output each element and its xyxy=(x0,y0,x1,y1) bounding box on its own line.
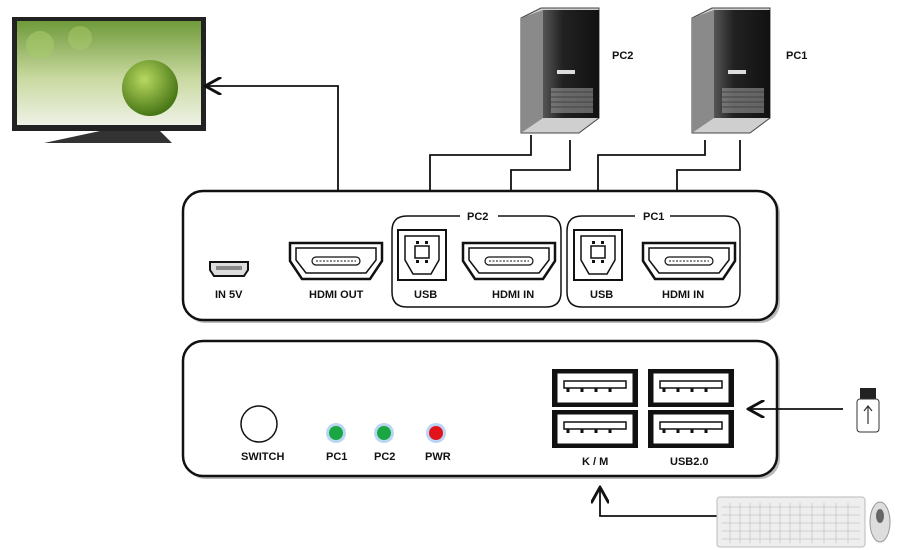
pc2-tower-icon xyxy=(520,7,600,134)
pc2-hdmi-in-port xyxy=(461,241,557,281)
monitor-icon xyxy=(12,17,206,143)
hdmi-out-label: HDMI OUT xyxy=(309,289,364,301)
pc1-usb-port xyxy=(573,229,623,281)
switch-button[interactable] xyxy=(240,405,278,443)
mouse-icon xyxy=(869,501,891,543)
power-port-label: IN 5V xyxy=(215,289,243,301)
usb-flash-drive-icon xyxy=(856,388,880,433)
pc2-group-title: PC2 xyxy=(467,211,488,223)
pc1-usb-label: USB xyxy=(590,289,613,301)
pc1-tower-icon xyxy=(691,7,771,134)
led-pwr xyxy=(426,423,446,443)
pc1-port-group xyxy=(566,215,741,308)
pc1-hdmi-in-port xyxy=(641,241,737,281)
pc1-group-title: PC1 xyxy=(643,211,664,223)
pc2-port-group xyxy=(391,215,562,308)
hdmi-out-port xyxy=(288,241,384,281)
led-pc2 xyxy=(374,423,394,443)
usb2-label: USB2.0 xyxy=(670,456,709,468)
led-pc1-label: PC1 xyxy=(326,451,347,463)
pc2-label: PC2 xyxy=(612,50,633,62)
pc2-usb-port xyxy=(397,229,447,281)
power-port xyxy=(209,261,249,277)
led-pc2-label: PC2 xyxy=(374,451,395,463)
keyboard-icon xyxy=(716,496,866,548)
km-label: K / M xyxy=(582,456,608,468)
keyboard-cable xyxy=(600,489,720,517)
pc2-hdmi-in-label: HDMI IN xyxy=(492,289,534,301)
pc1-label: PC1 xyxy=(786,50,807,62)
switch-label: SWITCH xyxy=(241,451,284,463)
pc2-usb-label: USB xyxy=(414,289,437,301)
pc1-hdmi-in-label: HDMI IN xyxy=(662,289,704,301)
led-pwr-label: PWR xyxy=(425,451,451,463)
led-pc1 xyxy=(326,423,346,443)
